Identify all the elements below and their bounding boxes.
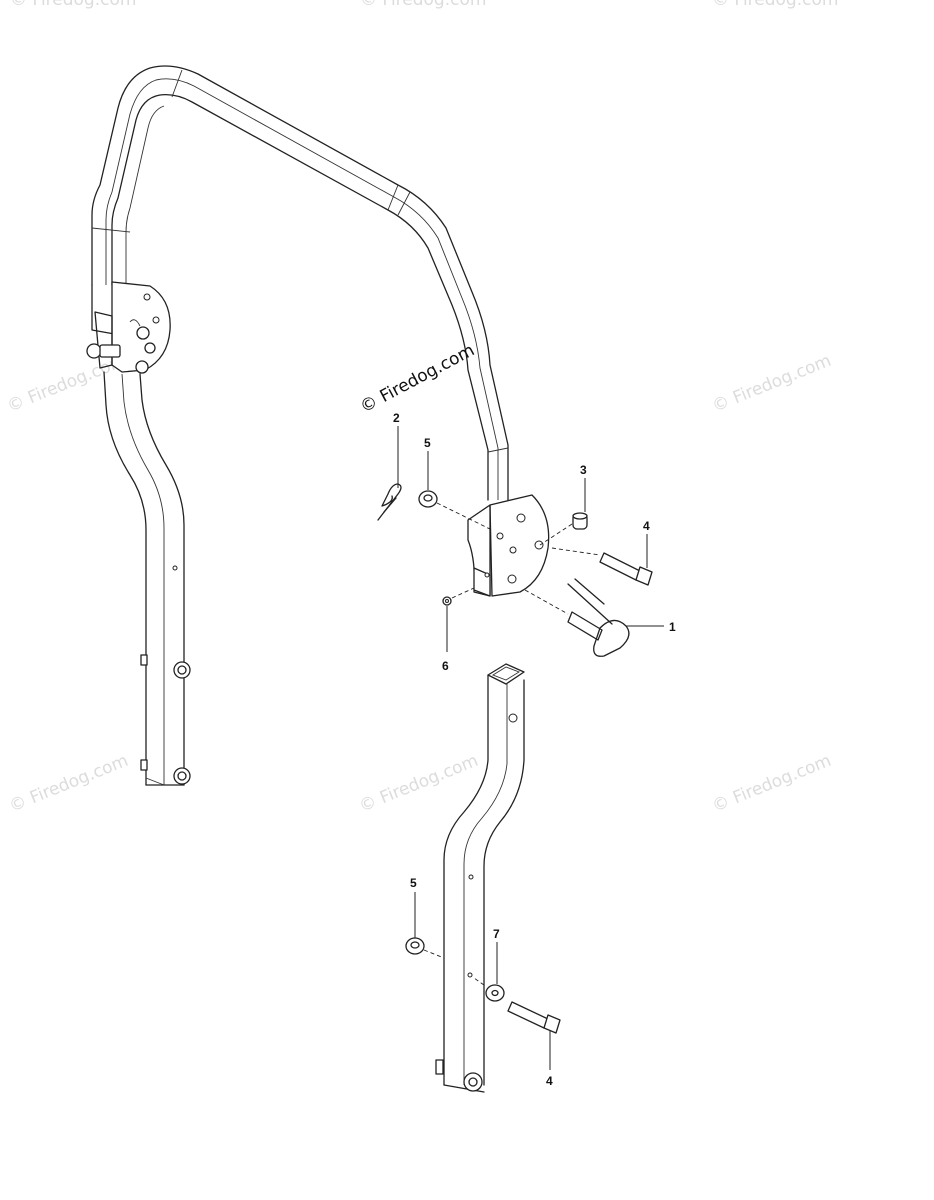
assembly-line-pin <box>524 589 569 615</box>
left-bracket-hole-mid <box>152 316 160 324</box>
left-bracket-bolt-1 <box>136 326 150 340</box>
roll-bar-hoop <box>91 65 509 501</box>
left-lower-leg <box>103 371 191 786</box>
part-4-bolt-lower-head <box>543 1014 561 1034</box>
hoop-break-right <box>387 184 399 211</box>
hoop-break-left <box>91 227 131 233</box>
watermark-top-right: © Firedog.com <box>712 0 838 10</box>
lower-leg-nut-bottom-core <box>468 1077 478 1087</box>
assembly-line-spacer-lower <box>423 949 445 959</box>
lower-leg-bolt-end <box>435 1059 444 1075</box>
callout-7: 7 <box>493 927 500 941</box>
left-bracket-pin-end <box>99 344 121 358</box>
watermark-main: © Firedog.com <box>357 340 478 417</box>
lower-leg-inner <box>483 679 525 1086</box>
right-bracket-hole-6 <box>484 572 490 578</box>
part-7-washer-bore <box>491 989 499 997</box>
watermark-lower-left: © Firedog.com <box>6 751 131 817</box>
right-bracket-hole-3 <box>509 546 517 554</box>
callout-1: 1 <box>669 620 676 634</box>
lower-exploded-fasteners <box>405 937 561 1034</box>
callout-5-lower: 5 <box>410 876 417 890</box>
lower-leg-hole-mid <box>468 874 474 880</box>
left-leg-inner <box>139 373 185 786</box>
watermark-left: © Firedog.com <box>4 351 129 417</box>
hoop-break-bottom-right <box>487 447 509 453</box>
hoop-seam-inner <box>125 105 165 285</box>
left-leg-bolt-end-lower <box>140 759 148 771</box>
part-1-pin-shaft <box>567 611 603 641</box>
assembly-line-nut <box>451 587 475 599</box>
right-bracket-base <box>473 567 491 597</box>
lower-leg-top-inner <box>491 666 521 681</box>
watermark-lower-right: © Firedog.com <box>709 751 834 817</box>
hoop-inner-edge <box>111 94 489 501</box>
hoop-break-top <box>171 69 183 98</box>
callout-6: 6 <box>442 659 449 673</box>
assembly-line-bolt <box>551 547 601 556</box>
lower-leg-seam <box>463 680 508 1085</box>
hoop-outer-edge <box>91 65 509 501</box>
right-bracket-hole-2 <box>496 532 504 540</box>
part-4-bolt-upper <box>599 552 641 581</box>
left-bracket-bolt-2 <box>144 342 156 354</box>
watermark-layer: © Firedog.com © Firedog.com © Firedog.co… <box>4 0 838 817</box>
lower-leg-hole-low <box>467 972 473 978</box>
callout-2: 2 <box>393 411 400 425</box>
watermark-top-mid: © Firedog.com <box>360 0 486 10</box>
left-leg-bottom-face <box>145 777 165 786</box>
left-leg-seam <box>121 373 165 785</box>
left-leg-nut-upper-core <box>177 665 187 675</box>
lower-leg-hole-top <box>508 713 518 723</box>
part-1-pin-ring <box>593 619 630 657</box>
assembly-line-washer <box>473 977 485 986</box>
part-5-spacer-upper-bore <box>423 494 433 502</box>
watermark-lower-mid: © Firedog.com <box>356 751 481 817</box>
watermark-top-left: © Firedog.com <box>10 0 136 10</box>
assembly-line-bushing <box>539 523 573 546</box>
lower-leg-bottom <box>443 1084 485 1093</box>
part-2-hairpin-leg <box>383 497 397 513</box>
upper-exploded-fasteners <box>377 483 653 657</box>
part-2-hairpin-clip <box>377 483 402 521</box>
right-bracket-hole-5 <box>507 574 517 584</box>
left-bracket-clip <box>129 319 141 327</box>
left-bracket-nut <box>86 343 102 359</box>
hoop-seam-outer <box>105 78 499 500</box>
left-leg-hole <box>172 565 178 571</box>
left-leg-outer <box>103 371 147 786</box>
lower-leg-part <box>435 663 525 1093</box>
left-bracket-knob <box>135 360 149 374</box>
lower-leg-outer <box>443 674 489 1086</box>
callout-4-lower: 4 <box>546 1074 553 1088</box>
callout-leaders <box>397 426 664 1070</box>
left-pivot-bracket <box>86 281 171 374</box>
callout-5-upper: 5 <box>424 436 431 450</box>
right-bracket-plate <box>489 494 550 597</box>
left-bracket-hole-top <box>143 293 151 301</box>
callout-4-upper: 4 <box>643 519 650 533</box>
left-leg-nut-lower-core <box>177 771 187 781</box>
right-pivot-bracket <box>467 494 550 597</box>
left-leg-bolt-end-upper <box>140 654 148 666</box>
part-1-pin-clip <box>567 578 613 625</box>
part-4-bolt-upper-head <box>635 566 653 586</box>
part-4-bolt-lower <box>507 1001 549 1029</box>
hoop-break-right2 <box>397 191 411 216</box>
part-3-bushing-face <box>572 512 588 520</box>
callout-labels: 2 5 3 4 1 6 5 7 4 <box>393 411 676 1088</box>
part-6-small-nut-bore <box>445 599 449 603</box>
callout-3: 3 <box>580 463 587 477</box>
right-bracket-hole-4 <box>534 540 544 550</box>
right-bracket-hole-1 <box>516 513 526 523</box>
watermark-right: © Firedog.com <box>709 351 834 417</box>
part-5-spacer-lower-bore <box>410 941 420 949</box>
assembly-line-spacer <box>436 502 493 531</box>
lower-leg-top-opening <box>487 663 525 685</box>
